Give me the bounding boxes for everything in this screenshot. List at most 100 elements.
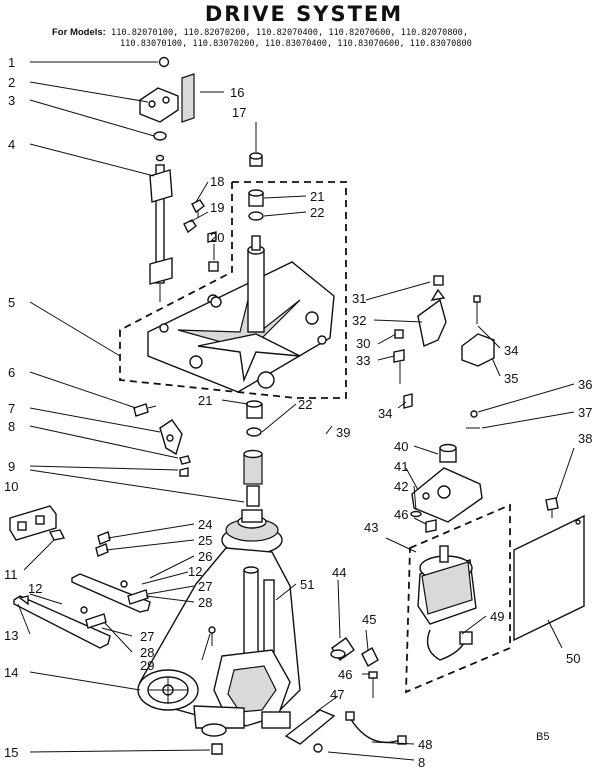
callout-9: 9 [8, 459, 15, 474]
callout-11: 11 [4, 567, 18, 582]
callout-18: 18 [210, 174, 224, 189]
part-brake-arm-7 [159, 419, 183, 456]
part-washer-22-upper [248, 211, 264, 221]
callout-12-left: 12 [28, 581, 42, 596]
part-coupling-sleeve [243, 449, 263, 507]
part-motor-mount-41 [411, 467, 483, 523]
callout-14: 14 [4, 665, 18, 680]
part-bearing-21-upper [248, 189, 264, 207]
callout-24: 24 [198, 517, 212, 532]
part-cap-nut-17 [249, 152, 263, 167]
part-actuator-rod-4 [149, 164, 173, 302]
part-clip-45 [361, 647, 379, 667]
part-switch-bracket-10 [9, 505, 66, 541]
callout-8-lower: 8 [418, 755, 425, 768]
callout-38: 38 [578, 431, 592, 446]
callout-49: 49 [490, 609, 504, 624]
part-bearing-21-lower [245, 400, 263, 419]
callout-45: 45 [362, 612, 376, 627]
callout-39: 39 [336, 425, 350, 440]
part-gearcase-14 [137, 649, 291, 729]
callout-15: 15 [4, 745, 18, 760]
part-screw-46-lower [368, 671, 378, 698]
plate-assembly-dashed-box [119, 181, 347, 399]
part-washers-42-46 [410, 510, 437, 533]
part-screw-6 [133, 403, 157, 417]
part-bracket-2 [139, 87, 179, 123]
callout-35: 35 [504, 371, 518, 386]
part-screws-18-19 [183, 199, 217, 243]
part-washer-22-lower [246, 427, 262, 437]
callout-40: 40 [394, 439, 408, 454]
part-center-post [247, 235, 265, 333]
callout-6: 6 [8, 365, 15, 380]
callout-13: 13 [4, 628, 18, 643]
callout-33: 33 [356, 353, 370, 368]
part-screw-38 [545, 497, 559, 518]
callout-27-upper: 27 [198, 579, 212, 594]
callout-7: 7 [8, 401, 15, 416]
leader-lines [17, 61, 575, 761]
callout-22-lower: 22 [298, 397, 312, 412]
callout-20: 20 [210, 230, 224, 245]
part-drive-pulley-assembly [221, 509, 283, 555]
models-list-1: 110.82070100, 110.82070200, 110.82070400… [111, 28, 469, 38]
part-screw-34-upper [473, 295, 481, 324]
part-screw-15 [211, 743, 223, 755]
models-label: For Models: [52, 27, 106, 38]
part-nut-31 [433, 275, 444, 286]
part-motor-shield-50 [513, 514, 585, 642]
callout-42: 42 [394, 479, 408, 494]
diagram-title: DRIVE SYSTEM [204, 2, 404, 26]
part-nut-1 [158, 56, 170, 68]
part-nut-30-33 [393, 329, 405, 384]
callout-36: 36 [578, 377, 592, 392]
part-screw-29 [208, 626, 216, 646]
part-lever-26 [71, 531, 151, 629]
callout-28-lower: 28 [140, 645, 154, 660]
callout-21-lower: 21 [198, 393, 212, 408]
models-line-2: 110.83070100, 110.83070200, 110.83070400… [120, 39, 472, 49]
callout-17: 17 [232, 105, 246, 120]
callout-34-right: 34 [504, 343, 518, 358]
callout-48: 48 [418, 737, 432, 752]
callout-8-upper: 8 [8, 419, 15, 434]
part-bracket-47 [284, 709, 336, 753]
callout-51: 51 [300, 577, 314, 592]
callout-19: 19 [210, 200, 224, 215]
callout-22-upper: 22 [310, 205, 324, 220]
callout-46-lower: 46 [338, 667, 352, 682]
part-cable-48 [345, 711, 407, 745]
part-motor-clamp-35 [461, 333, 495, 367]
part-bushing-3 [153, 131, 167, 162]
part-tension-block-16 [181, 73, 195, 123]
callout-2: 2 [8, 75, 15, 90]
callout-34-left: 34 [378, 406, 392, 421]
motor-assembly-dashed-box [405, 503, 511, 694]
callout-44: 44 [332, 565, 346, 580]
part-capacitor-44 [330, 637, 355, 661]
callout-3: 3 [8, 93, 15, 108]
part-screws-36-37 [466, 410, 480, 429]
callout-10: 10 [4, 479, 18, 494]
callout-47: 47 [330, 687, 344, 702]
callout-5: 5 [8, 295, 15, 310]
callout-16: 16 [230, 85, 244, 100]
callout-1: 1 [8, 55, 15, 70]
callout-37: 37 [578, 405, 592, 420]
callout-28-upper: 28 [198, 595, 212, 610]
models-line-1: For Models: 110.82070100, 110.82070200, … [52, 27, 468, 38]
callout-labels: 1 2 3 4 5 6 7 8 9 10 11 12 13 14 15 16 1… [4, 55, 592, 768]
callout-12-right: 12 [188, 564, 202, 579]
part-base-plate-5 [147, 261, 335, 393]
callout-31: 31 [352, 291, 366, 306]
callout-21-upper: 21 [310, 189, 324, 204]
callout-43: 43 [364, 520, 378, 535]
part-drain-pump [201, 711, 291, 737]
part-lever-13 [13, 595, 111, 649]
part-motor-pulley-40 [439, 443, 457, 463]
part-screw-34-lower [403, 393, 413, 409]
callout-4: 4 [8, 137, 15, 152]
